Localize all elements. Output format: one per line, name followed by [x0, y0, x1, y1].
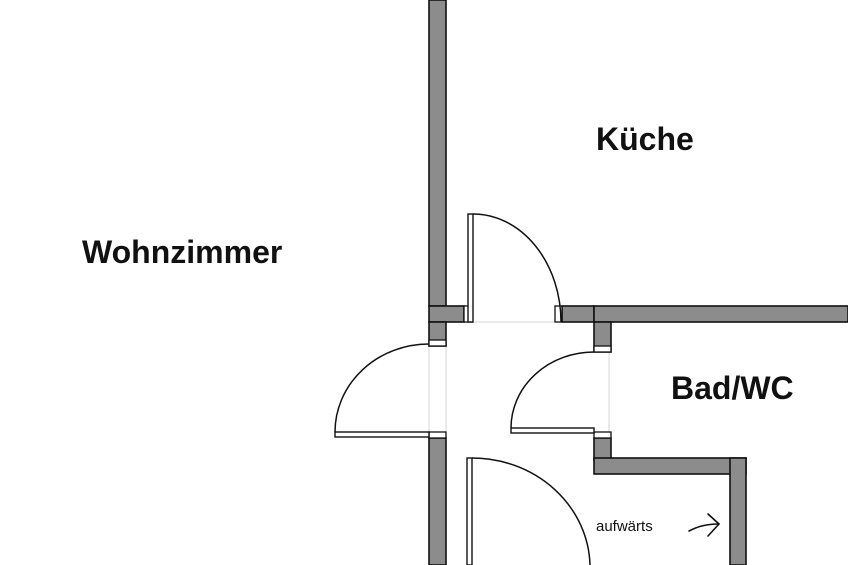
door-living-room — [334, 343, 430, 438]
stairs-label: aufwärts — [596, 518, 653, 535]
door-bathroom — [510, 351, 595, 434]
room-label-bad: Bad/WC — [671, 370, 794, 406]
wall-right-lower — [729, 457, 747, 565]
wall-kitchen-right-stub — [561, 305, 595, 323]
wall-left-lower — [428, 437, 447, 565]
door-jambs — [428, 305, 612, 439]
wall-left-upper — [428, 0, 447, 307]
room-label-kueche: Küche — [596, 121, 694, 157]
door-lower — [466, 457, 591, 565]
room-label-wohnzimmer: Wohnzimmer — [82, 234, 282, 270]
wall-bath-left-lower — [593, 437, 612, 461]
door-thresholds — [428, 321, 610, 438]
wall-left-upper-stub — [428, 305, 465, 323]
wall-bath-top — [593, 305, 848, 323]
stairs-arrow-icon — [688, 513, 720, 537]
door-kitchen — [467, 213, 562, 323]
walls — [428, 0, 848, 565]
wall-bath-bottom — [593, 457, 747, 475]
